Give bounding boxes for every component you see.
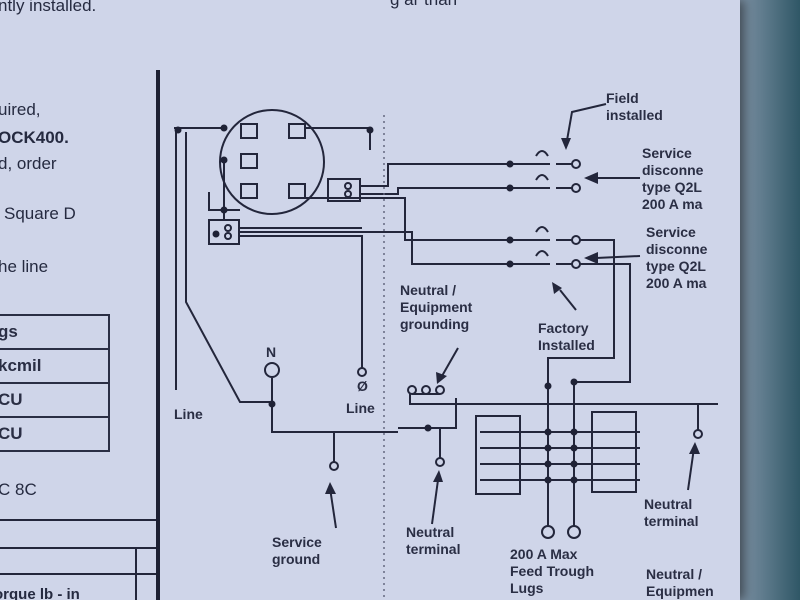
line-label-left: Line (174, 406, 203, 422)
paper-page: ntly installed. g ar than uired, OCK400.… (0, 0, 740, 600)
label-line: Field (606, 90, 639, 106)
neutral-terminal-center-label: Neutral terminal (406, 524, 460, 558)
text-line-4: Square D (4, 204, 76, 223)
feed-through-lugs-label: 200 A Max Feed Trough Lugs (510, 546, 594, 597)
label-line: Factory (538, 320, 589, 336)
label-line: Neutral (406, 524, 455, 540)
phase-symbol-label: Ø (357, 378, 368, 394)
text-line-6: C 8C (0, 480, 37, 499)
label-line: type Q2L (646, 258, 706, 274)
label-line: disconne (646, 241, 708, 257)
label-line: 200 A ma (642, 196, 703, 212)
text-line-1: uired, (0, 100, 41, 119)
table-row: gs (0, 314, 110, 350)
wire-size-table: gs kcmil CU CU (0, 314, 110, 452)
label-line: disconne (642, 162, 704, 178)
text-line-2: OCK400. (0, 128, 69, 147)
label-line: Feed Trough (510, 563, 594, 579)
field-installed-label: Field installed (606, 90, 663, 124)
text-line-5: he line (0, 257, 49, 276)
label-line: Service (642, 145, 692, 161)
label-line: installed (606, 107, 663, 123)
label-line: Installed (538, 337, 595, 353)
label-line: Service (646, 224, 696, 240)
text-top-right-fragment: g ar than (390, 0, 457, 10)
label-line: grounding (400, 316, 470, 332)
label-line: Neutral / (400, 282, 457, 298)
table-row: CU (0, 382, 110, 418)
neutral-equipment-grounding-label: Neutral / Equipment grounding (400, 282, 472, 333)
text-top-line: ntly installed. (0, 0, 97, 15)
label-line: Equipment (400, 299, 473, 315)
service-ground-label: Service ground (272, 534, 322, 568)
neutral-equipment-bottom-label: Neutral / Equipmen (646, 566, 714, 600)
text-bottom: orque lb - in (0, 586, 80, 600)
label-line: ground (272, 551, 321, 567)
table-cell: kcmil (0, 348, 110, 384)
label-line: type Q2L (642, 179, 702, 195)
label-line: Service (272, 534, 322, 550)
label-line: Neutral (644, 496, 693, 512)
table-row: CU (0, 416, 110, 452)
text-line-3: d, order (0, 154, 57, 173)
label-line: terminal (644, 513, 699, 529)
label-line: terminal (406, 541, 461, 557)
table-row: kcmil (0, 348, 110, 384)
label-line: 200 A ma (646, 275, 707, 291)
table-cell: CU (0, 416, 110, 452)
line-label-center: Line (346, 400, 375, 416)
table-cell: gs (0, 314, 110, 350)
factory-installed-label: Factory Installed (538, 320, 595, 354)
label-line: Lugs (510, 580, 544, 596)
label-line: 200 A Max (510, 546, 578, 562)
wiring-diagram (0, 70, 718, 600)
label-line: Equipmen (646, 583, 714, 599)
service-disconnect-2-label: Service disconne type Q2L 200 A ma (646, 224, 707, 292)
label-line: Neutral / (646, 566, 703, 582)
neutral-terminal-right-label: Neutral terminal (644, 496, 698, 530)
neutral-n-label: N (266, 344, 277, 360)
table-cell: CU (0, 382, 110, 418)
service-disconnect-1-label: Service disconne type Q2L 200 A ma (642, 145, 703, 213)
